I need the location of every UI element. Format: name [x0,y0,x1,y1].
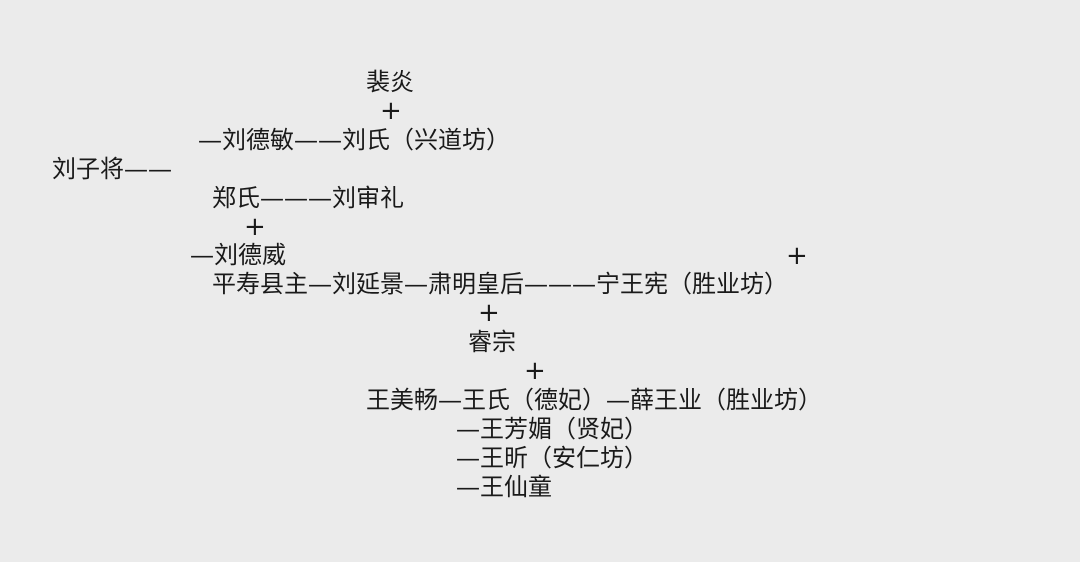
line-zheng-shi: 郑氏———刘审礼 [212,184,404,212]
line-pingshou: 平寿县主—刘延景—肃明皇后———宁王宪（胜业坊） [212,270,788,298]
node-ruizong: 睿宗 [468,328,516,356]
line-wang-fangmei: —王芳媚（贤妃） [456,415,648,443]
marriage-plus: + [478,298,500,328]
line-liu-dewei: —刘德威 [190,241,286,269]
line-wang-xin: —王昕（安仁坊） [456,444,648,472]
marriage-plus: + [524,356,546,386]
marriage-plus: + [786,241,808,271]
line-wang-xiantong: —王仙童 [456,473,552,501]
line-wang-meichang: 王美畅—王氏（德妃）—薛王业（胜业坊） [366,386,822,414]
marriage-plus: + [380,96,402,126]
node-liu-zijiang: 刘子将—— [52,155,172,183]
node-pei-yan: 裴炎 [366,68,414,96]
marriage-plus: + [244,212,266,242]
line-liu-demin: —刘德敏——刘氏（兴道坊） [198,126,510,154]
